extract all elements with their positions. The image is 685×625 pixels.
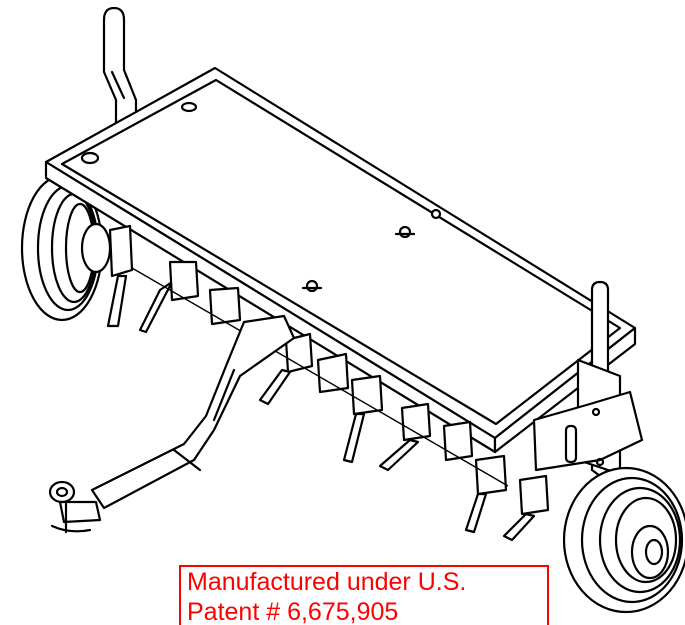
patent-notice-line1: Manufactured under U.S. bbox=[187, 568, 467, 596]
right-handle bbox=[532, 280, 644, 478]
tow-tongue bbox=[48, 314, 296, 534]
weight-tray bbox=[44, 66, 637, 454]
right-wheel bbox=[562, 466, 685, 614]
patent-notice-line2: Patent # 6,675,905 bbox=[187, 598, 399, 625]
tine-assemblies bbox=[106, 224, 550, 542]
left-handle bbox=[102, 6, 138, 126]
patent-notice: Manufactured under U.S. Patent # 6,675,9… bbox=[179, 565, 549, 625]
